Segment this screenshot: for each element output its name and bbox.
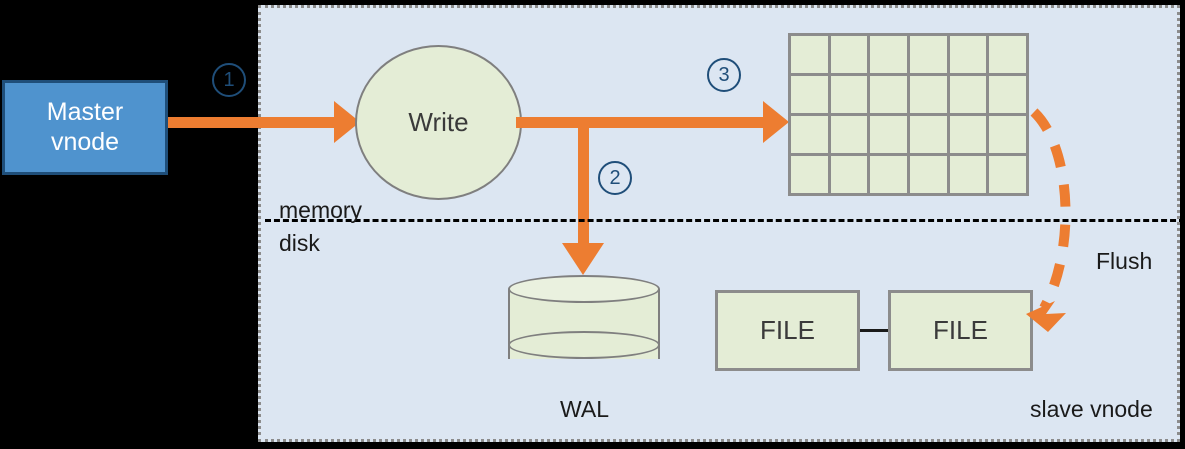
slave-vnode-label: slave vnode: [1030, 396, 1153, 422]
grid-cell: [791, 116, 828, 153]
file-connector-line: [860, 329, 888, 332]
grid-cell: [989, 76, 1026, 113]
grid-cell: [830, 156, 868, 193]
file-box-1[interactable]: FILE: [715, 290, 860, 371]
master-vnode-label-line1: Master: [46, 98, 124, 126]
wal-cylinder-bottom: [508, 331, 660, 359]
file-box-1-label: FILE: [760, 315, 815, 345]
master-vnode-box[interactable]: Master vnode: [2, 80, 168, 175]
grid-cell: [791, 156, 828, 193]
grid-cell: [910, 116, 947, 153]
grid-cell: [830, 76, 868, 113]
file-box-2-label: FILE: [933, 315, 988, 345]
write-node[interactable]: Write: [355, 45, 522, 200]
grid-cell: [870, 156, 907, 193]
flush-label: Flush: [1096, 248, 1153, 274]
arrow-2-shaft: [578, 117, 589, 248]
grid-cell: [910, 76, 947, 113]
step-badge-2: 2: [598, 161, 632, 195]
grid-cell: [949, 36, 987, 73]
grid-cell: [949, 116, 987, 153]
memory-disk-divider: [265, 219, 1185, 222]
grid-cell: [949, 76, 987, 113]
memory-block-grid: [788, 33, 1029, 196]
grid-cell: [830, 116, 868, 153]
wal-cylinder-top: [508, 275, 660, 303]
arrow-3-head-icon: [763, 101, 789, 143]
grid-cell: [870, 36, 907, 73]
step-badge-1: 1: [212, 63, 246, 97]
grid-cell: [989, 116, 1026, 153]
grid-cell: [791, 76, 828, 113]
wal-label: WAL: [560, 396, 609, 422]
grid-cell: [830, 36, 868, 73]
grid-cell: [870, 116, 907, 153]
disk-zone-label: disk: [279, 230, 320, 256]
master-vnode-label-line2: vnode: [50, 127, 120, 156]
grid-cell: [949, 156, 987, 193]
file-box-2[interactable]: FILE: [888, 290, 1033, 371]
grid-cell: [989, 156, 1026, 193]
arrow-3-shaft: [516, 117, 774, 128]
memory-zone-label: memory: [279, 197, 363, 223]
arrow-2-head-icon: [562, 243, 604, 275]
write-node-label: Write: [408, 107, 469, 137]
grid-cell: [989, 36, 1026, 73]
wal-cylinder: [508, 275, 660, 373]
grid-cell: [870, 76, 907, 113]
step-badge-3: 3: [707, 58, 741, 92]
arrow-1-shaft: [168, 117, 340, 128]
grid-cell: [910, 36, 947, 73]
grid-cell: [791, 36, 828, 73]
grid-cell: [910, 156, 947, 193]
